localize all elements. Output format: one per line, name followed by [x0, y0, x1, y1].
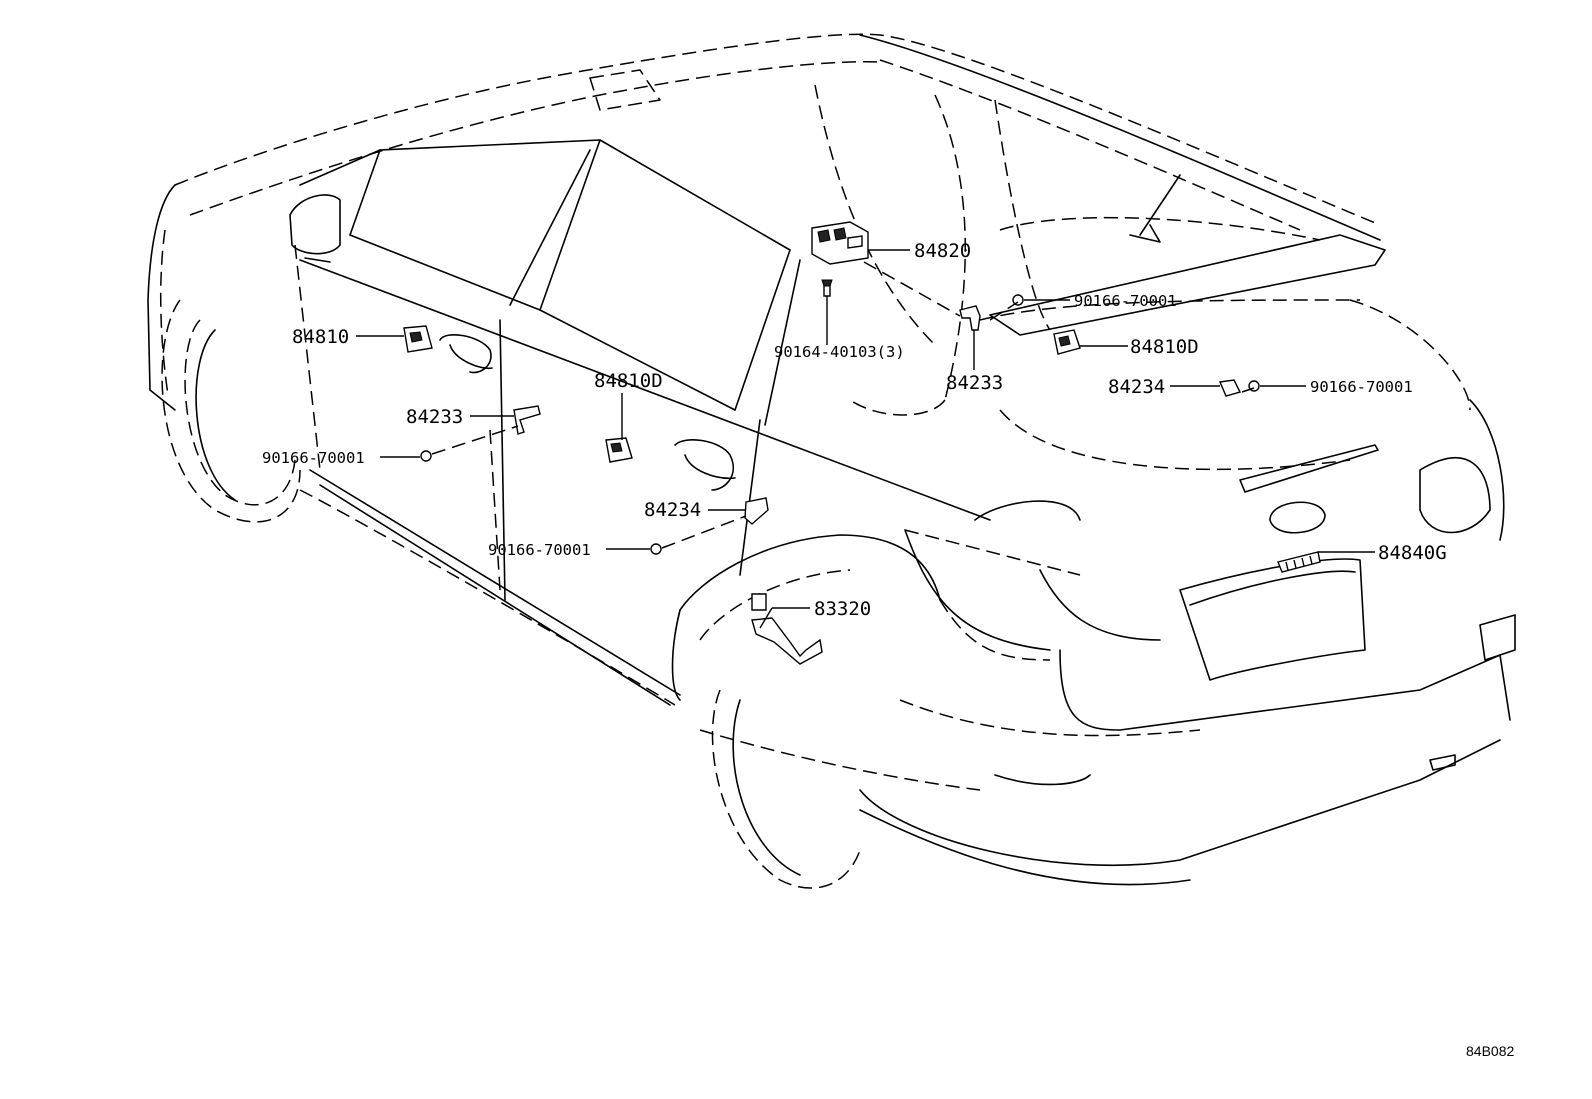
label-90166-70001-left: 90166-70001 — [262, 449, 365, 467]
label-84810: 84810 — [292, 326, 349, 348]
lamp-84840G-icon — [1277, 551, 1321, 573]
screw-90164-icon — [821, 279, 833, 297]
label-90166-70001-mid: 90166-70001 — [488, 541, 591, 559]
diagram-code: 84B082 — [1466, 1043, 1514, 1059]
label-83320: 83320 — [814, 598, 871, 620]
switch-84810D-rear-icon — [1053, 329, 1081, 355]
label-84820: 84820 — [914, 240, 971, 262]
switch-84234-mid-icon — [744, 497, 769, 525]
switch-84810-icon — [403, 325, 433, 353]
switch-84820-icon — [811, 221, 869, 265]
switch-84810D-front-icon — [605, 437, 633, 463]
bolt-icons — [420, 294, 1260, 555]
label-84234-right: 84234 — [1108, 376, 1165, 398]
label-84810D-rear: 84810D — [1130, 336, 1199, 358]
label-90166-70001-right: 90166-70001 — [1310, 378, 1413, 396]
label-84233-left: 84233 — [406, 406, 463, 428]
label-84810D-front: 84810D — [594, 370, 663, 392]
label-84233-right: 84233 — [946, 372, 1003, 394]
courtesy-switch-84233-right-icon — [959, 305, 981, 331]
label-90164-40103: 90164-40103(3) — [774, 343, 905, 361]
switch-84234-right-icon — [1218, 379, 1242, 397]
leader-lines — [356, 249, 1375, 629]
sensor-83320-icon — [751, 593, 823, 665]
courtesy-switch-84233-left-icon — [513, 405, 541, 435]
label-84840G: 84840G — [1378, 542, 1447, 564]
label-84234-mid: 84234 — [644, 499, 701, 521]
label-90166-70001-top: 90166-70001 — [1074, 292, 1177, 310]
